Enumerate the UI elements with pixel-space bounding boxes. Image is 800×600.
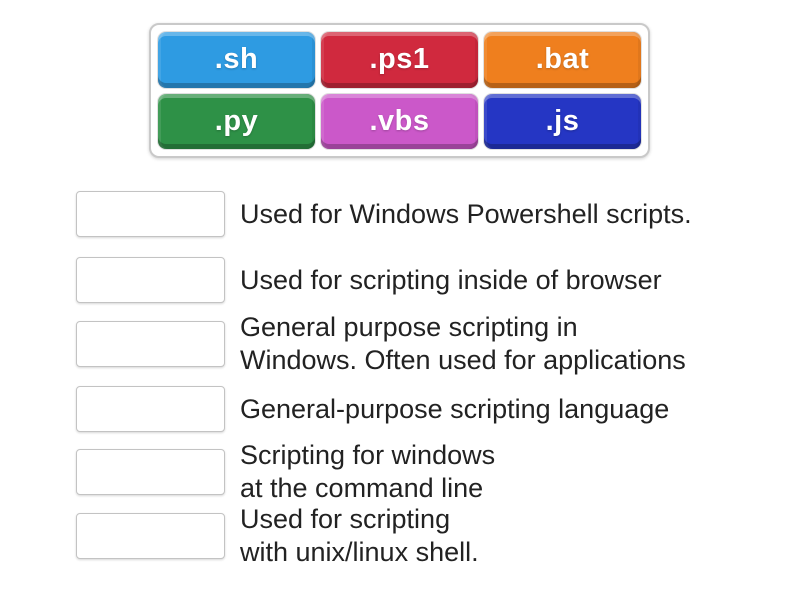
match-row: Used for Windows Powershell scripts. bbox=[76, 191, 692, 237]
tile-ps1[interactable]: .ps1 bbox=[321, 32, 478, 88]
match-row: General purpose scripting in Windows. Of… bbox=[76, 312, 686, 375]
drop-target-2[interactable] bbox=[76, 257, 225, 303]
clue-text: Used for scripting with unix/linux shell… bbox=[240, 504, 479, 567]
match-row: Scripting for windows at the command lin… bbox=[76, 440, 495, 503]
tile-js[interactable]: .js bbox=[484, 93, 641, 149]
clue-text: Scripting for windows at the command lin… bbox=[240, 440, 496, 503]
tile-sh[interactable]: .sh bbox=[158, 32, 315, 88]
tile-vbs[interactable]: .vbs bbox=[321, 93, 478, 149]
match-row: Used for scripting inside of browser bbox=[76, 257, 662, 303]
clue-text: General purpose scripting in Windows. Of… bbox=[240, 312, 686, 375]
clue-text: Used for scripting inside of browser bbox=[240, 264, 662, 295]
tile-py[interactable]: .py bbox=[158, 93, 315, 149]
match-row: Used for scripting with unix/linux shell… bbox=[76, 504, 479, 567]
match-row: General-purpose scripting language bbox=[76, 386, 669, 432]
tiles-panel: .sh .ps1 .bat .py .vbs .js bbox=[149, 23, 650, 158]
drop-target-5[interactable] bbox=[76, 449, 225, 495]
drop-target-6[interactable] bbox=[76, 513, 225, 559]
drop-target-4[interactable] bbox=[76, 386, 225, 432]
clue-text: General-purpose scripting language bbox=[240, 393, 670, 424]
drop-target-3[interactable] bbox=[76, 321, 225, 367]
clue-text: Used for Windows Powershell scripts. bbox=[240, 198, 692, 229]
drop-target-1[interactable] bbox=[76, 191, 225, 237]
tile-bat[interactable]: .bat bbox=[484, 32, 641, 88]
